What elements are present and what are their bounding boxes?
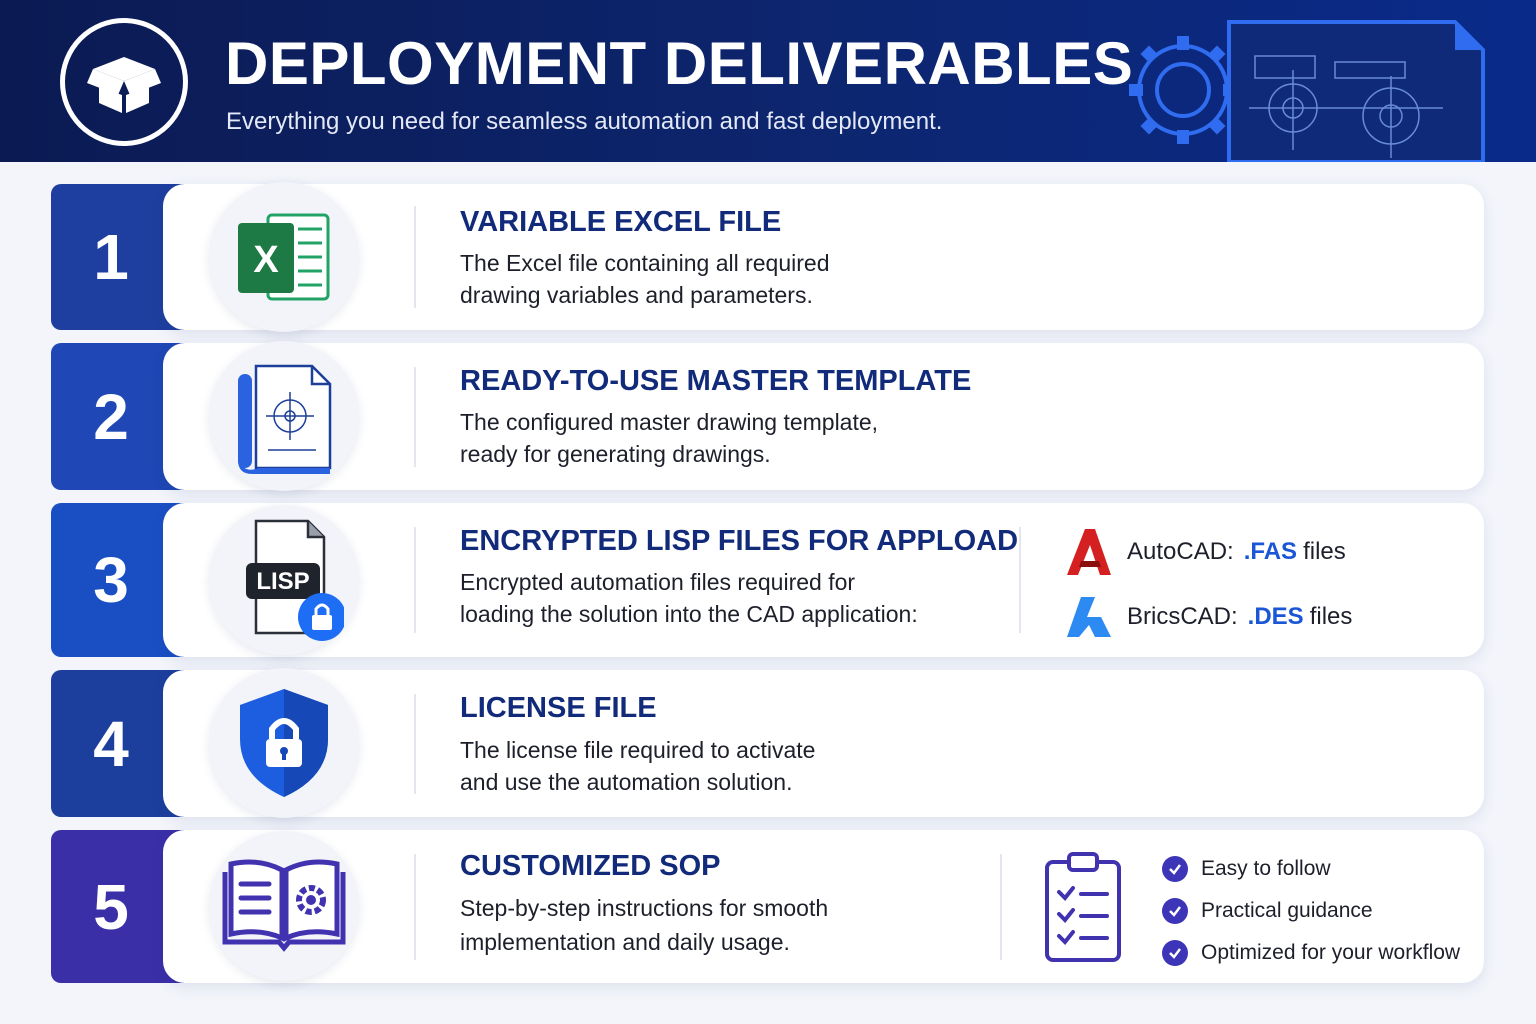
files-label: files xyxy=(1303,538,1346,565)
deliverable-description: The configured master drawing template, … xyxy=(460,406,1020,470)
file-extension: .FAS xyxy=(1243,538,1298,565)
files-label: files xyxy=(1309,603,1353,630)
benefit-item: Optimized for your workflow xyxy=(1162,940,1460,966)
page-title: DEPLOYMENT DELIVERABLES xyxy=(225,30,1134,97)
cad-app-name: BricsCAD: xyxy=(1127,603,1238,630)
header-banner: DEPLOYMENT DELIVERABLES Everything you n… xyxy=(0,0,1536,162)
description-line: The Excel file containing all required xyxy=(460,250,830,276)
check-icon xyxy=(1162,856,1188,882)
deliverable-card xyxy=(163,184,1484,330)
svg-text:LISP: LISP xyxy=(256,568,309,595)
description-line: The license file required to activate xyxy=(460,737,816,763)
divider xyxy=(414,206,416,308)
deliverable-row-2: 2 READY-TO-USE MASTER TEMPLATE The confi… xyxy=(51,341,1484,491)
deliverable-description: Step-by-step instructions for smooth imp… xyxy=(460,892,1020,958)
gear-blueprint-icon xyxy=(1129,20,1485,162)
deliverable-description: The license file required to activate an… xyxy=(460,734,1020,798)
deliverable-title: CUSTOMIZED SOP xyxy=(460,850,721,882)
deliverable-description: Encrypted automation files required for … xyxy=(460,566,1020,630)
bricscad-logo-icon xyxy=(1067,597,1111,637)
description-line: Encrypted automation files required for xyxy=(460,569,856,595)
benefit-label: Easy to follow xyxy=(1201,857,1331,880)
page-subtitle: Everything you need for seamless automat… xyxy=(226,108,943,135)
description-line: loading the solution into the CAD applic… xyxy=(460,601,918,627)
divider xyxy=(414,694,416,794)
check-icon xyxy=(1162,898,1188,924)
deliverable-title: LICENSE FILE xyxy=(460,692,657,724)
deliverable-card xyxy=(163,503,1484,657)
description-line: implementation and daily usage. xyxy=(460,929,790,955)
deliverable-title: VARIABLE EXCEL FILE xyxy=(460,206,782,238)
benefit-label: Practical guidance xyxy=(1201,899,1373,922)
svg-text:X: X xyxy=(253,239,279,281)
deliverable-row-4: 4 LICENSE FILE The license file required… xyxy=(51,668,1484,818)
open-box-icon xyxy=(60,18,188,146)
autocad-logo-icon xyxy=(1067,529,1111,575)
lisp-file-lock-icon: LISP xyxy=(209,505,359,655)
description-line: Step-by-step instructions for smooth xyxy=(460,895,829,921)
clipboard-checklist-icon xyxy=(1045,852,1121,962)
deliverable-title: ENCRYPTED LISP FILES FOR APPLOAD xyxy=(460,525,1019,557)
divider xyxy=(1000,854,1002,960)
shield-lock-icon xyxy=(209,668,359,818)
excel-file-icon: X xyxy=(209,182,359,332)
divider xyxy=(1019,527,1021,633)
bricscad-files-line: BricsCAD: .DES files xyxy=(1065,595,1352,639)
deliverable-card xyxy=(163,830,1484,983)
benefit-label: Optimized for your workflow xyxy=(1201,941,1461,964)
divider xyxy=(414,527,416,633)
check-icon xyxy=(1162,940,1188,966)
deliverable-row-5: 5 CUSTOMIZED SOP Step-by-step instructio… xyxy=(51,830,1484,983)
deliverable-title: READY-TO-USE MASTER TEMPLATE xyxy=(460,365,972,397)
cad-app-name: AutoCAD: xyxy=(1127,538,1234,565)
deliverable-row-1: 1 X VARIABLE EXCEL FILE The Excel file c… xyxy=(51,182,1484,332)
open-book-gear-icon xyxy=(209,831,359,981)
divider xyxy=(414,854,416,960)
deliverable-description: The Excel file containing all required d… xyxy=(460,247,1020,311)
description-line: drawing variables and parameters. xyxy=(460,282,813,308)
blueprint-template-icon xyxy=(209,341,359,491)
deliverable-card xyxy=(163,670,1484,817)
file-extension: .DES xyxy=(1247,603,1304,630)
deliverable-row-3: 3 LISP ENCRYPTED LISP FILES FOR APPLOAD … xyxy=(51,503,1484,657)
divider xyxy=(414,367,416,467)
description-line: and use the automation solution. xyxy=(460,769,793,795)
autocad-files-line: AutoCAD: .FAS files xyxy=(1065,527,1346,577)
benefit-item: Practical guidance xyxy=(1162,898,1373,924)
description-line: ready for generating drawings. xyxy=(460,441,771,467)
description-line: The configured master drawing template, xyxy=(460,409,879,435)
deliverable-card xyxy=(163,343,1484,490)
benefit-item: Easy to follow xyxy=(1162,856,1331,882)
